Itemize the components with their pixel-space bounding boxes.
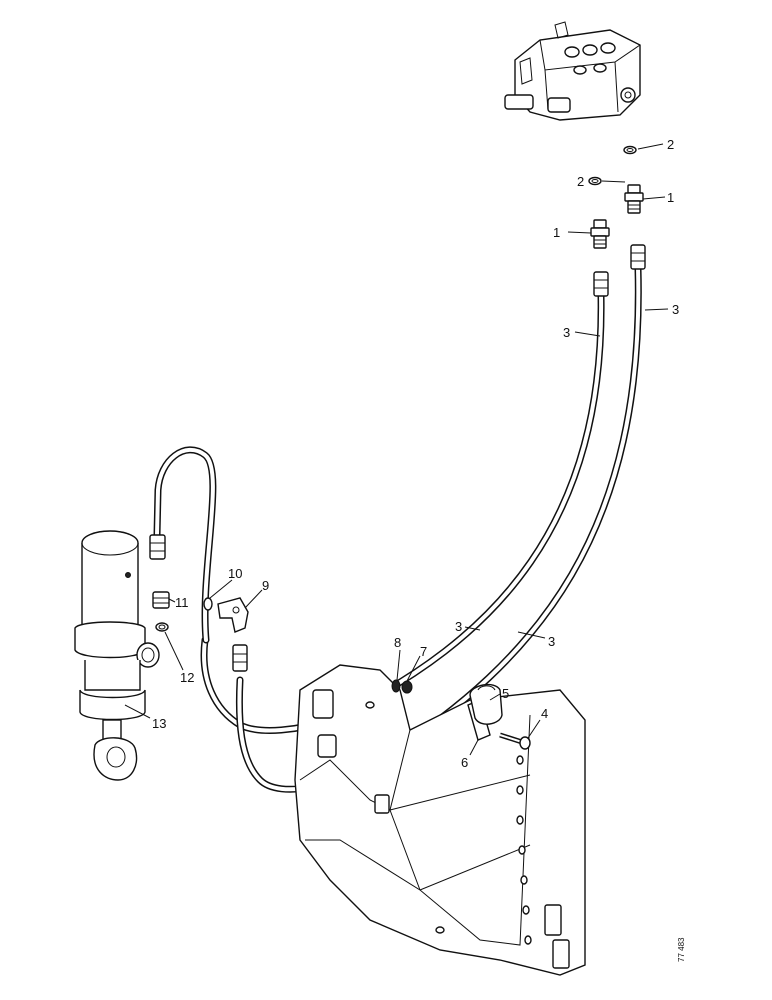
washer-8 bbox=[391, 679, 401, 693]
label-plate-6: 6 bbox=[461, 755, 468, 770]
washer-2-lower bbox=[588, 176, 602, 186]
label-cylinder-13: 13 bbox=[152, 716, 166, 731]
label-hose-3-lower-right: 3 bbox=[548, 634, 555, 649]
label-washer-12: 12 bbox=[180, 670, 194, 685]
elbow-fitting-9 bbox=[217, 597, 249, 633]
label-adaptor-11: 11 bbox=[175, 595, 189, 610]
label-o-ring-10: 10 bbox=[228, 566, 242, 581]
leader-lines bbox=[124, 143, 669, 756]
label-washer-2-lower: 2 bbox=[577, 174, 584, 189]
label-hose-3-lower-left: 3 bbox=[455, 619, 462, 634]
label-nut-7: 7 bbox=[420, 644, 427, 659]
label-fitting-1-left: 1 bbox=[553, 225, 560, 240]
label-elbow-9: 9 bbox=[262, 578, 269, 593]
o-ring-10 bbox=[203, 597, 213, 611]
fitting-1-right bbox=[624, 184, 644, 214]
hose-cylinder-loop bbox=[149, 446, 217, 644]
label-washer-8: 8 bbox=[394, 635, 401, 650]
label-hose-3-upper-right: 3 bbox=[672, 302, 679, 317]
hose-end-fitting bbox=[232, 644, 248, 672]
label-fitting-1-right: 1 bbox=[667, 190, 674, 205]
washer-2-upper bbox=[623, 145, 637, 155]
drawing-reference-code: 77 483 bbox=[677, 937, 686, 962]
label-bolt-4: 4 bbox=[541, 706, 548, 721]
label-clamp-5: 5 bbox=[502, 686, 509, 701]
label-hose-3-upper-left: 3 bbox=[563, 325, 570, 340]
label-washer-2-upper: 2 bbox=[667, 137, 674, 152]
hose-3-left bbox=[200, 271, 609, 734]
adaptor-11 bbox=[152, 591, 170, 609]
fitting-1-left bbox=[590, 219, 610, 249]
bolt-4 bbox=[499, 732, 531, 750]
washer-12 bbox=[155, 622, 169, 632]
control-valve-block bbox=[504, 21, 641, 121]
hose-clamp-5 bbox=[469, 683, 503, 725]
nut-7 bbox=[401, 680, 413, 694]
hydraulic-cylinder-13 bbox=[74, 530, 160, 781]
